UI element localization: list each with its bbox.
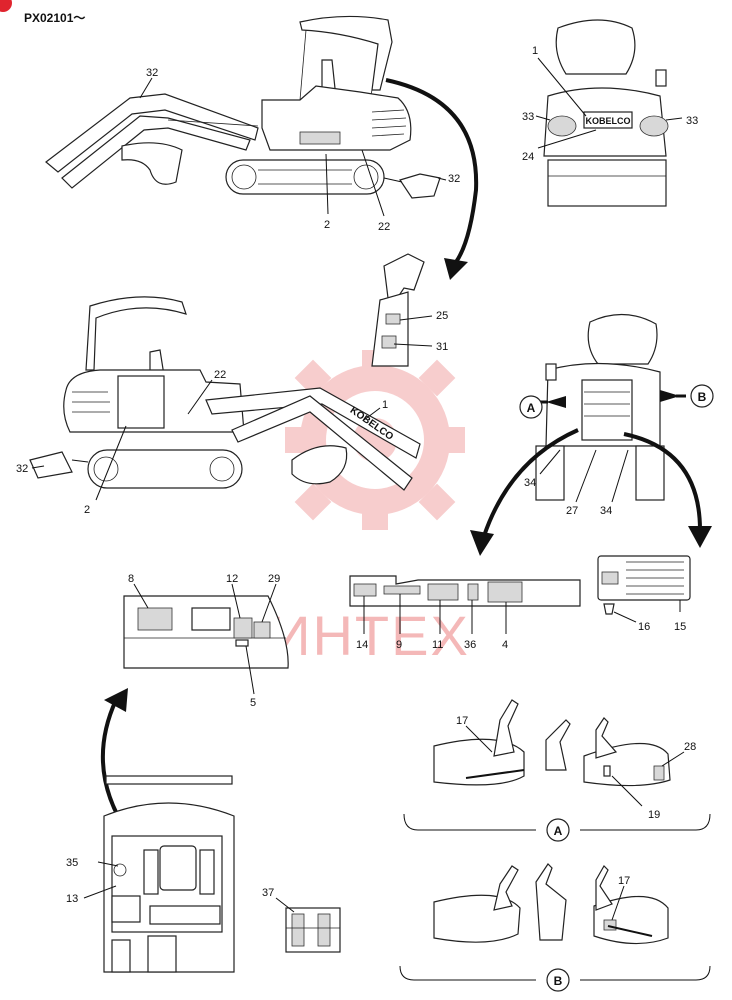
excavator-rear-view-top — [543, 19, 669, 207]
callout-panel-8: 8 — [128, 573, 134, 585]
callout-top-22: 22 — [378, 221, 390, 233]
callout-mid-1: 1 — [382, 399, 388, 411]
callout-view-a-28: 28 — [684, 741, 696, 753]
header-code: PX02101～ — [24, 11, 85, 25]
rear-logo: KOBELCO — [586, 116, 631, 126]
callout-cab-25: 25 — [436, 310, 448, 322]
callout-strip-36: 36 — [464, 639, 476, 651]
callout-rear-mid-27: 27 — [566, 505, 578, 517]
callout-panel-12: 12 — [226, 573, 238, 585]
view-b-caption: B — [554, 974, 563, 988]
excavator-top-view — [103, 775, 235, 973]
callout-rear-24: 24 — [522, 151, 534, 163]
view-b-detail — [433, 863, 669, 945]
callout-cab-31: 31 — [436, 341, 448, 353]
watermark — [285, 350, 465, 530]
decal-strip — [349, 575, 581, 607]
view-b-marker: B — [698, 390, 707, 404]
callout-rear-mid-34a: 34 — [524, 477, 536, 489]
corner-badge — [0, 0, 12, 12]
callout-plate-16: 16 — [638, 621, 650, 633]
callout-top-blade-32: 32 — [448, 173, 460, 185]
callout-panel-5: 5 — [250, 697, 256, 709]
callout-top-13: 13 — [66, 893, 78, 905]
callout-rear-mid-34b: 34 — [600, 505, 612, 517]
callout-mid-22: 22 — [214, 369, 226, 381]
excavator-rear-view-mid — [535, 313, 665, 501]
callout-top-2: 2 — [324, 219, 330, 231]
callout-rear-33-right: 33 — [686, 115, 698, 127]
callout-top-32: 32 — [146, 67, 158, 79]
callout-view-a-19: 19 — [648, 809, 660, 821]
callout-rear-33-left: 33 — [522, 111, 534, 123]
view-a-detail — [433, 699, 671, 787]
callout-view-a-17: 17 — [456, 715, 468, 727]
cab-frame-detail — [371, 253, 425, 367]
callout-mid-32: 32 — [16, 463, 28, 475]
callout-battery-37: 37 — [262, 887, 274, 899]
callout-strip-14: 14 — [356, 639, 368, 651]
callout-panel-29: 29 — [268, 573, 280, 585]
callout-plate-15: 15 — [674, 621, 686, 633]
callout-strip-11: 11 — [432, 639, 443, 651]
view-a-marker: A — [527, 401, 536, 415]
excavator-side-view-top — [45, 15, 441, 199]
callout-view-b-17: 17 — [618, 875, 630, 887]
callout-top-35: 35 — [66, 857, 78, 869]
callout-mid-2: 2 — [84, 504, 90, 516]
battery-detail — [285, 907, 341, 953]
callout-strip-4: 4 — [502, 639, 508, 651]
serial-nameplate — [597, 555, 691, 615]
cab-panel-detail — [123, 595, 289, 669]
callout-rear-1: 1 — [532, 45, 538, 57]
excavator-side-view-mid — [29, 296, 421, 491]
watermark-text: ИНТЕХ — [270, 604, 470, 667]
callout-strip-9: 9 — [396, 639, 402, 651]
view-a-caption: A — [554, 824, 563, 838]
